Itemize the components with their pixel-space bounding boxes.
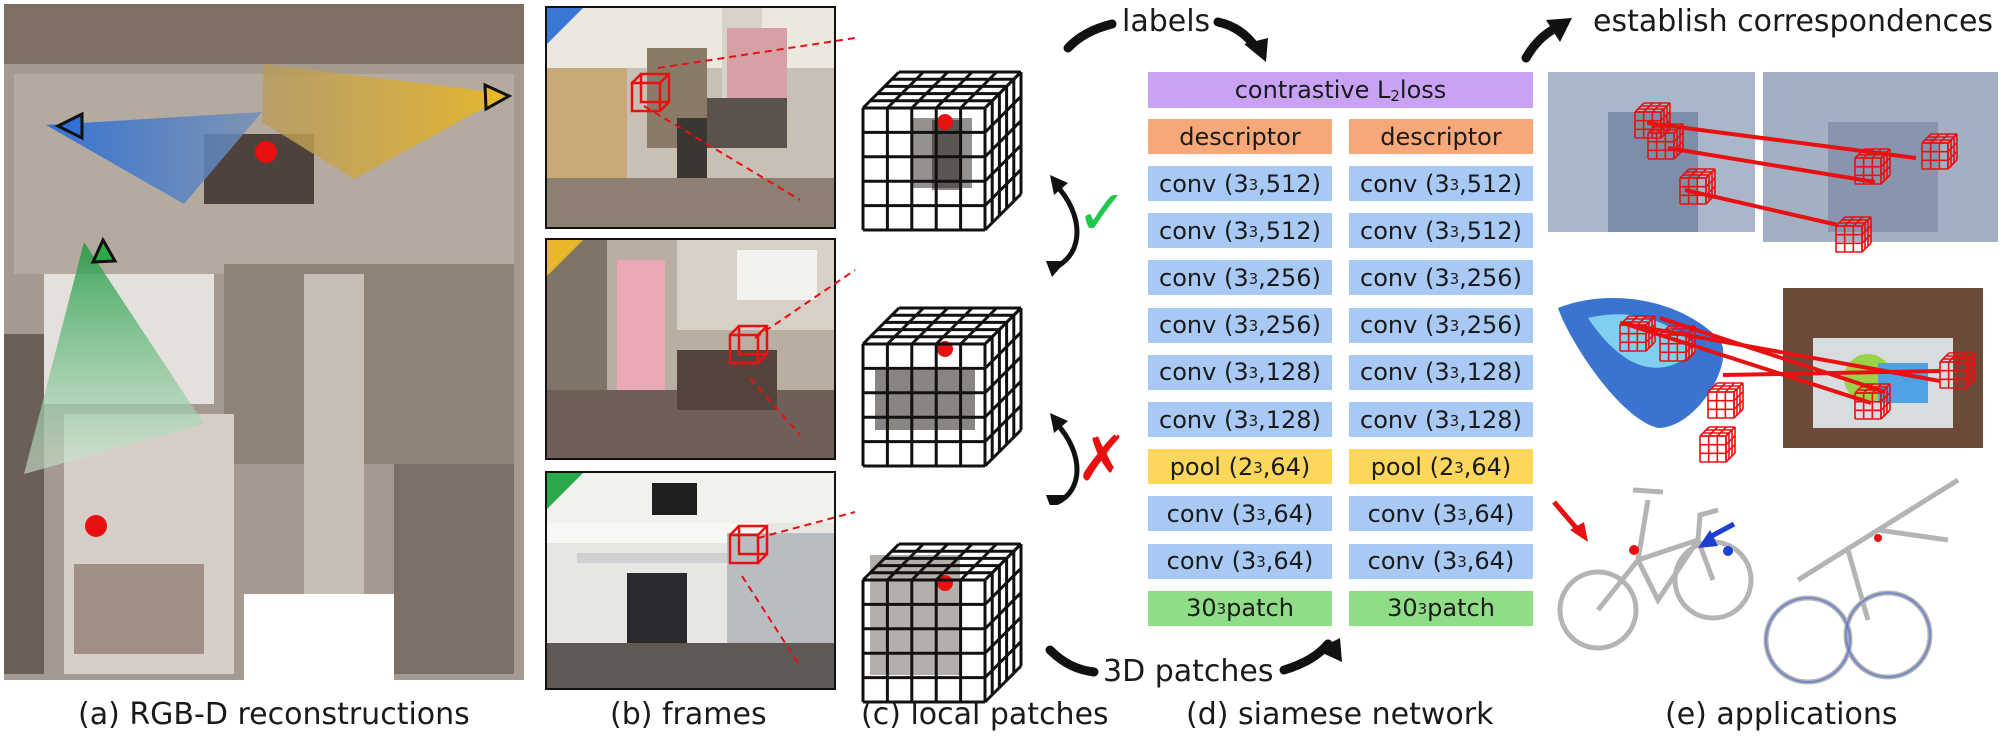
descriptor-block-1: descriptor [1148, 119, 1332, 154]
arrow-labels-in [1063, 19, 1117, 53]
application-object-matching [1558, 288, 1983, 448]
shape-point-blue [1723, 546, 1733, 556]
establish-flow-text: establish correspondences [1593, 4, 1994, 39]
application-grid-cube [1835, 216, 1872, 253]
patch-connectors [643, 37, 856, 667]
yellow-camera-marker [483, 82, 513, 112]
patch-cube-middle-grid [861, 306, 1023, 468]
application-grid-cube [1939, 352, 1976, 389]
patch-cube-bottom-grid [861, 542, 1023, 704]
application-grid-cube [1921, 133, 1958, 170]
rgbd-reconstruction [4, 4, 524, 680]
green-view-corner-tag [547, 473, 583, 509]
application-grid-cube [1707, 382, 1744, 419]
shape-arrow-blue [1698, 521, 1736, 548]
application-grid-cube [1619, 315, 1656, 352]
blue-view-frustum [46, 112, 262, 204]
match-positive-mark: ✓ [1076, 176, 1128, 249]
caption-d: (d) siamese network [1186, 697, 1494, 732]
shape-point-red [1629, 545, 1639, 555]
application-grid-cube [1854, 148, 1891, 185]
green-view-frustum [24, 242, 204, 474]
patch-cube-top-grid [861, 70, 1023, 232]
caption-b: (b) frames [610, 697, 767, 732]
keypoint-red-bottom [85, 515, 107, 537]
application-grid-cube [1679, 168, 1716, 205]
arrow-establish [1521, 18, 1572, 63]
application-shape-correspondence [1552, 477, 1960, 685]
pair-arrows [1046, 175, 1080, 505]
frame-yellow-view [545, 238, 836, 460]
arrow-patches-out [1279, 638, 1342, 675]
application-grid-cube [1699, 426, 1736, 463]
pair-arrow-negative [1054, 421, 1080, 505]
shape-point-red-2 [1874, 534, 1882, 542]
caption-c: (c) local patches [861, 697, 1109, 732]
blue-view-corner-tag [547, 8, 583, 44]
caption-e: (e) applications [1665, 697, 1898, 732]
application-grid-cube [1647, 123, 1684, 160]
blue-camera-marker [54, 111, 84, 141]
descriptor-block-2: descriptor [1349, 119, 1533, 154]
patch-cube-middle [865, 344, 985, 464]
frame-blue-view [545, 6, 836, 229]
application-grid-cube [1659, 325, 1696, 362]
arrow-patches-in [1045, 645, 1099, 677]
shape-arrow-red [1552, 500, 1588, 542]
labels-flow-text: labels [1122, 4, 1211, 39]
patch-center-top [937, 114, 953, 130]
arrow-labels-out [1213, 17, 1268, 62]
frame-green-view [545, 471, 836, 690]
application-grid-cube [1854, 383, 1891, 420]
yellow-view-corner-tag [547, 240, 583, 276]
caption-a: (a) RGB-D reconstructions [78, 697, 470, 732]
yellow-view-frustum [262, 64, 509, 179]
patches-flow-text: 3D patches [1103, 654, 1274, 689]
green-camera-marker [90, 236, 118, 264]
keypoint-red-top [255, 141, 277, 163]
match-negative-mark: ✗ [1076, 422, 1128, 495]
